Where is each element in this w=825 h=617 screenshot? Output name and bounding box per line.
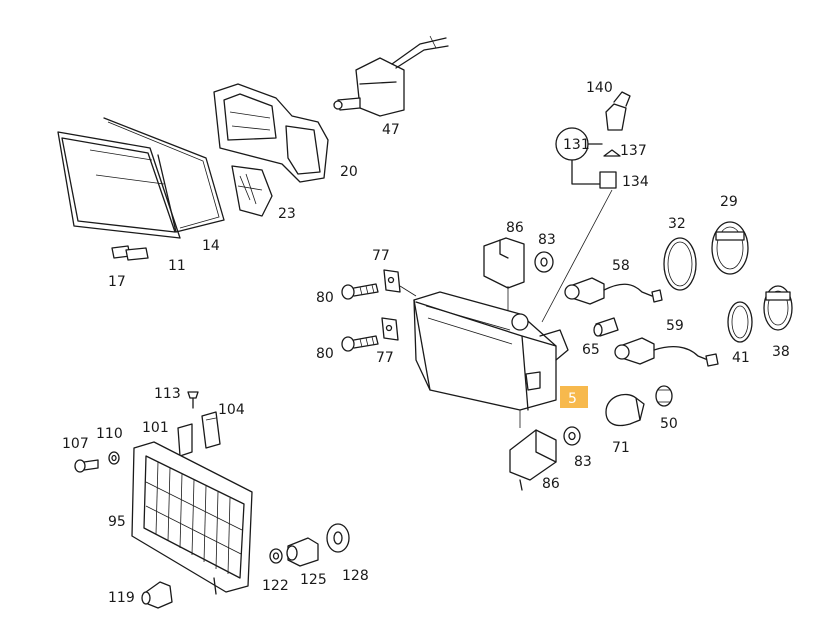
part-119-bulb[interactable] <box>141 581 173 609</box>
highlighted-part-5[interactable]: 5 <box>560 386 588 408</box>
label-110: 110 <box>96 426 123 442</box>
part-50-socket[interactable] <box>655 385 673 407</box>
label-5: 5 <box>568 391 577 407</box>
part-110-washer[interactable] <box>108 451 120 465</box>
label-29: 29 <box>720 194 738 210</box>
label-47: 47 <box>382 122 400 138</box>
part-80-screw-lower[interactable] <box>341 335 379 352</box>
label-17: 17 <box>108 274 126 290</box>
part-113-pin[interactable] <box>187 391 199 409</box>
label-86-upper: 86 <box>506 220 524 236</box>
label-77-lower: 77 <box>376 350 394 366</box>
part-71-bulb[interactable] <box>605 393 645 427</box>
label-58: 58 <box>612 258 630 274</box>
label-71: 71 <box>612 440 630 456</box>
part-77-clip-upper[interactable] <box>383 269 417 297</box>
label-122: 122 <box>262 578 289 594</box>
part-41-ring[interactable] <box>727 301 753 343</box>
part-32-ring[interactable] <box>663 237 697 291</box>
part-83-nut-lower[interactable] <box>563 426 581 446</box>
part-140-connector[interactable] <box>605 91 631 131</box>
label-80-lower: 80 <box>316 346 334 362</box>
label-23: 23 <box>278 206 296 222</box>
part-58-bulb[interactable] <box>564 277 663 305</box>
part-11-lens[interactable] <box>57 131 181 239</box>
part-5-headlamp[interactable] <box>413 291 569 428</box>
label-65: 65 <box>582 342 600 358</box>
part-23-fog-lens[interactable] <box>231 165 273 217</box>
label-38: 38 <box>772 344 790 360</box>
part-125-socket[interactable] <box>286 537 319 567</box>
label-128: 128 <box>342 568 369 584</box>
label-137: 137 <box>620 143 647 159</box>
part-59-bulb[interactable] <box>614 337 719 367</box>
label-20: 20 <box>340 164 358 180</box>
label-125: 125 <box>300 572 327 588</box>
part-86-bracket-upper[interactable] <box>483 237 525 310</box>
part-86-bracket-lower[interactable] <box>509 429 557 491</box>
label-104: 104 <box>218 402 245 418</box>
label-131: 131 <box>563 137 590 153</box>
label-83-upper: 83 <box>538 232 556 248</box>
label-41: 41 <box>732 350 750 366</box>
part-83-nut-upper[interactable] <box>534 251 554 273</box>
part-47-motor[interactable] <box>333 35 449 117</box>
label-80-upper: 80 <box>316 290 334 306</box>
part-20-reflector[interactable] <box>213 83 329 183</box>
label-32: 32 <box>668 216 686 232</box>
label-14: 14 <box>202 238 220 254</box>
part-131-group[interactable] <box>541 127 621 323</box>
label-140: 140 <box>586 80 613 96</box>
label-101: 101 <box>142 420 169 436</box>
part-38-clamp[interactable] <box>763 285 793 331</box>
label-119: 119 <box>108 590 135 606</box>
part-80-screw-upper[interactable] <box>341 283 379 300</box>
label-113: 113 <box>154 386 181 402</box>
label-11: 11 <box>168 258 186 274</box>
part-65-bulb[interactable] <box>593 317 619 337</box>
part-17-clip[interactable] <box>111 245 149 261</box>
part-77-clip-lower[interactable] <box>381 317 399 341</box>
part-107-screw[interactable] <box>74 459 99 473</box>
label-95: 95 <box>108 514 126 530</box>
label-77-upper: 77 <box>372 248 390 264</box>
part-104-clip[interactable] <box>201 411 221 449</box>
label-86-lower: 86 <box>542 476 560 492</box>
label-83-lower: 83 <box>574 454 592 470</box>
label-50: 50 <box>660 416 678 432</box>
part-122-washer[interactable] <box>269 548 283 564</box>
part-14-gasket[interactable] <box>103 117 225 233</box>
label-59: 59 <box>666 318 684 334</box>
part-29-clamp[interactable] <box>711 221 749 275</box>
label-107: 107 <box>62 436 89 452</box>
label-134: 134 <box>622 174 649 190</box>
part-95-grille[interactable] <box>131 441 253 595</box>
part-128-washer[interactable] <box>326 523 350 553</box>
